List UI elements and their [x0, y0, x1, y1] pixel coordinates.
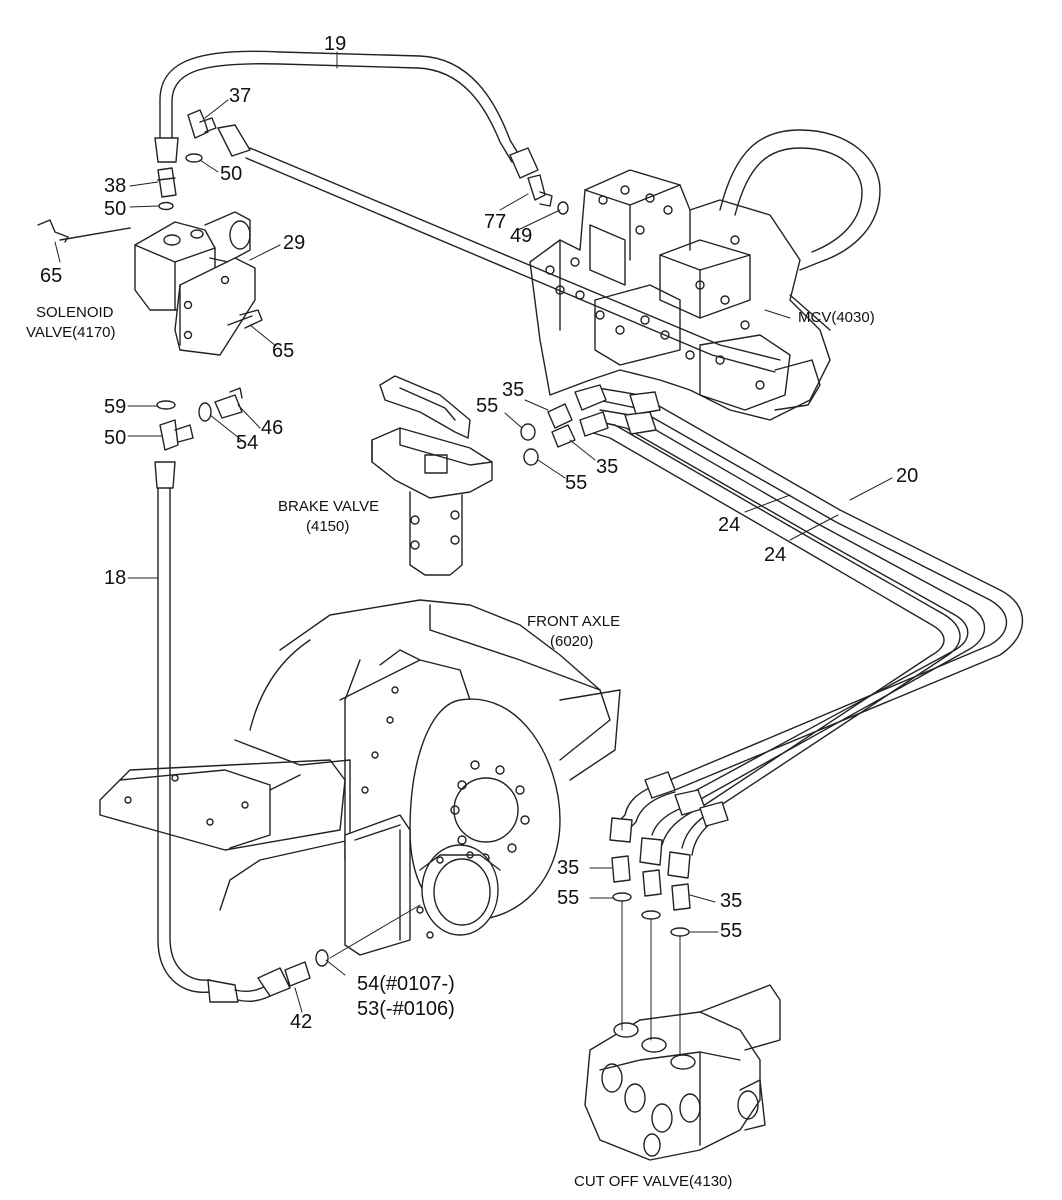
solenoid-valve-caption-line1: SOLENOID [36, 304, 114, 321]
part-35-label-upper: 35 [502, 379, 525, 401]
part-50-label-top: 50 [220, 163, 243, 185]
leader-lines [54, 51, 893, 1056]
brake-valve-caption-line2: (4150) [306, 518, 350, 535]
front-axle [99, 599, 621, 956]
part-38-label: 38 [104, 175, 127, 197]
mcv-caption: MCV(4030) [798, 309, 875, 326]
part-55-label-lower: 55 [565, 472, 588, 494]
part-18-label: 18 [104, 567, 127, 589]
part-29-label: 29 [283, 232, 306, 254]
part-37-label: 37 [229, 85, 252, 107]
part-65-label-right: 65 [272, 340, 295, 362]
part-55-label-cov-right: 55 [720, 920, 743, 942]
brake-valve [371, 375, 493, 576]
brake-valve-caption-line1: BRAKE VALVE [278, 498, 380, 515]
part-19-label: 19 [324, 33, 347, 55]
hoses [154, 50, 1024, 1003]
part-54-label: 54 [236, 432, 259, 454]
part-55-label-cov-left: 55 [557, 887, 580, 909]
part-50-label-tee: 50 [104, 427, 127, 449]
part-53-label-serial: 53(-#0106) [357, 998, 455, 1020]
part-20-label: 20 [896, 465, 919, 487]
part-24-label-left: 24 [718, 514, 741, 536]
cut-off-valve-caption: CUT OFF VALVE(4130) [574, 1173, 733, 1190]
solenoid-valve [37, 211, 263, 356]
part-50-label-mid: 50 [104, 198, 127, 220]
part-65-label-left: 65 [40, 265, 63, 287]
front-axle-caption-line2: (6020) [550, 633, 594, 650]
mcv-block [529, 129, 881, 421]
part-59-label: 59 [104, 396, 127, 418]
part-35-label-cov-left: 35 [557, 857, 580, 879]
solenoid-valve-caption-line2: VALVE(4170) [26, 324, 116, 341]
cut-off-valve [584, 984, 781, 1161]
part-35-label-lower: 35 [596, 456, 619, 478]
part-55-label-upper: 55 [476, 395, 499, 417]
part-49-label: 49 [510, 225, 533, 247]
fittings [156, 109, 691, 987]
front-axle-caption-line1: FRONT AXLE [527, 613, 621, 630]
part-35-label-cov-right: 35 [720, 890, 743, 912]
part-42-label: 42 [290, 1011, 313, 1033]
part-54-label-serial: 54(#0107-) [357, 973, 455, 995]
part-77-label: 77 [484, 211, 507, 233]
part-24-label-right: 24 [764, 544, 787, 566]
part-46-label: 46 [261, 417, 284, 439]
